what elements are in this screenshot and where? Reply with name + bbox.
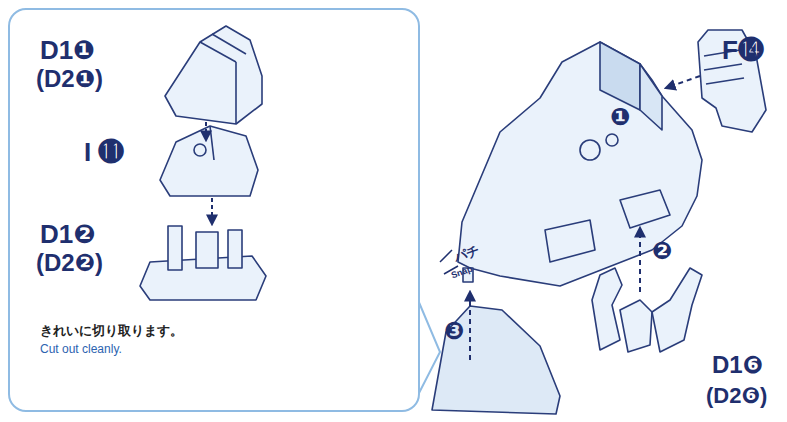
step-arrow [211, 198, 213, 224]
part-number: (D2❷) [36, 250, 103, 276]
step-number: ❸ [444, 318, 464, 344]
step-number: ❶ [610, 104, 630, 130]
note-text: きれいに切り取ります。 [40, 324, 183, 338]
part-number: (D2❶) [36, 66, 103, 92]
step-number: ❷ [652, 238, 672, 264]
leg-part [592, 268, 702, 352]
part-number: D1❷ [40, 220, 95, 249]
inset-parts [140, 26, 266, 300]
step-arrow [205, 122, 207, 140]
callout-panel: D1❶(D2❶) I ⓫ D1❷(D2❷) きれいに切り取ります。 Cut out cl… [8, 8, 420, 412]
part-number: D1❻ [712, 352, 763, 378]
part-number: F⓮ [722, 36, 764, 65]
base-part [432, 306, 560, 414]
part-number: I ⓫ [84, 138, 124, 167]
step-arrow [666, 76, 700, 88]
snap-mark [440, 250, 452, 262]
note-text: Cut out cleanly. [40, 343, 122, 356]
step-arrow [639, 228, 641, 292]
body-part [458, 42, 702, 286]
cover-part [698, 30, 766, 132]
part-number: D1❶ [40, 36, 95, 65]
step-arrow [469, 292, 471, 360]
part-number: (D2❻) [706, 384, 767, 408]
